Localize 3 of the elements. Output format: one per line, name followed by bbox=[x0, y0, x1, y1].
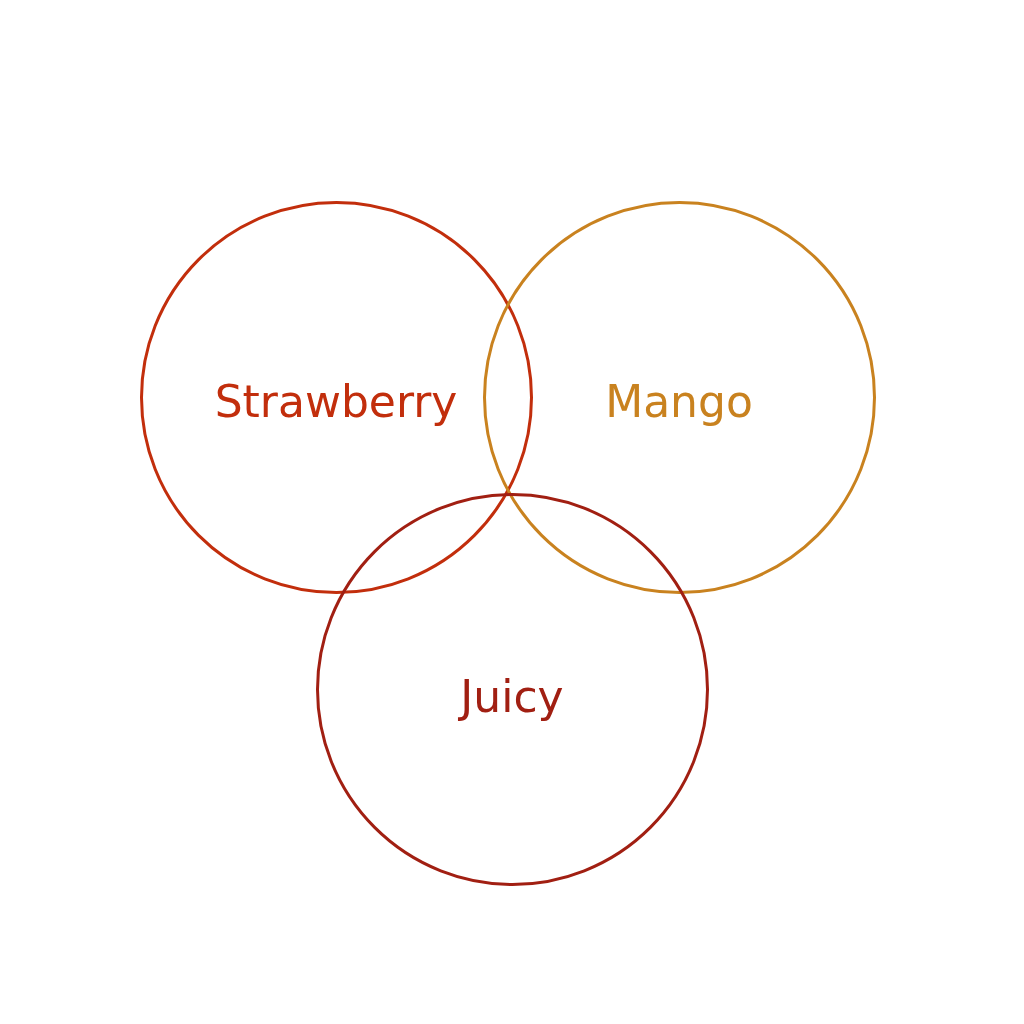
set-label: Mango bbox=[605, 380, 753, 424]
set-label: Strawberry bbox=[214, 380, 458, 424]
set-label: Juicy bbox=[460, 675, 564, 719]
